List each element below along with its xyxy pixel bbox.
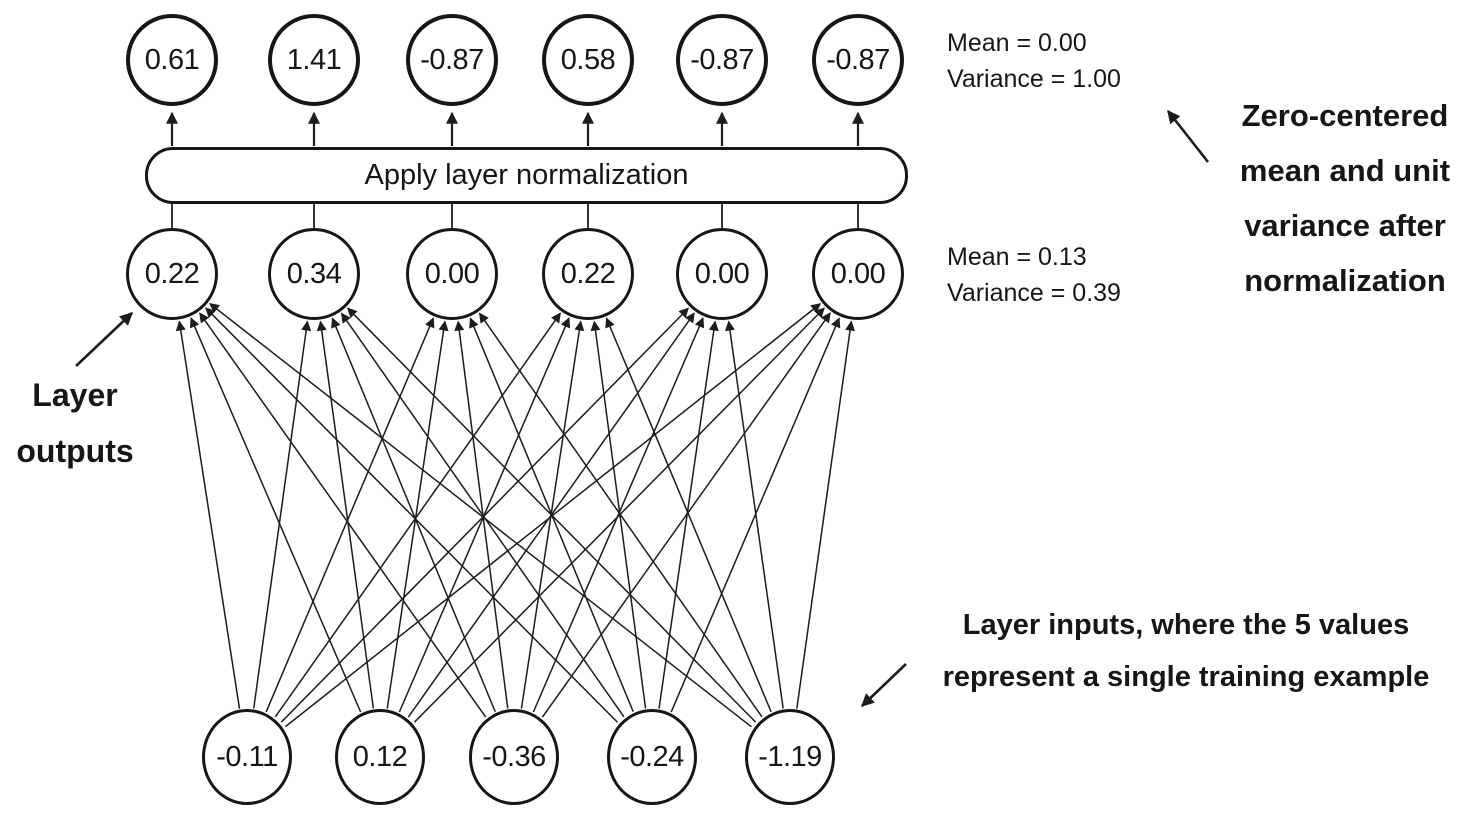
- zero-centered-line-4: normalization: [1244, 263, 1446, 298]
- input-to-output-connection-arrow: [346, 307, 757, 723]
- input-to-output-connection-arrow: [199, 312, 487, 718]
- input-to-output-connection-arrow: [252, 320, 312, 709]
- layer-outputs-annotation: Layer outputs: [0, 367, 150, 479]
- zero-centered-line-3: variance after: [1244, 208, 1446, 243]
- zero-centered-line-2: mean and unit: [1239, 153, 1451, 188]
- layer-input-node: -0.24: [607, 709, 697, 805]
- input-to-output-connection-arrow: [331, 317, 496, 713]
- normalized-output-node: 1.41: [268, 14, 360, 106]
- input-to-output-connection-arrow: [340, 312, 625, 718]
- input-to-output-connection-arrow: [478, 312, 763, 718]
- input-to-output-connection-arrow: [398, 317, 571, 713]
- layer-inputs-line-1: Layer inputs, where the 5 values: [962, 609, 1410, 641]
- normalized-output-node: -0.87: [676, 14, 768, 106]
- layer-input-node: -1.19: [745, 709, 835, 805]
- variance-before-label: Variance = 0.39: [947, 279, 1121, 307]
- layer-input-node: -0.11: [202, 709, 292, 805]
- layer-outputs-line-2: outputs: [16, 433, 134, 469]
- input-to-output-connection-arrow: [532, 317, 705, 713]
- input-to-output-connection-arrow: [658, 320, 719, 709]
- layer-outputs-line-1: Layer: [32, 377, 118, 413]
- layer-output-node: 0.22: [126, 228, 218, 320]
- input-to-output-connection-arrow: [796, 320, 856, 709]
- layer-output-node: 0.34: [268, 228, 360, 320]
- layer-input-node: -0.36: [469, 709, 559, 805]
- input-to-output-connection-arrow: [724, 320, 784, 709]
- layer-normalization-box: Apply layer normalization: [145, 147, 908, 204]
- input-to-output-connection-arrow: [209, 302, 752, 728]
- layer-inputs-arrow: [861, 663, 907, 707]
- input-to-output-connection-arrow: [386, 320, 449, 709]
- zero-centered-arrow: [1166, 109, 1210, 163]
- input-to-output-connection-arrow: [605, 317, 772, 713]
- normalized-output-node: 0.58: [542, 14, 634, 106]
- layer-inputs-line-2: represent a single training example: [942, 661, 1430, 693]
- layer-output-node: 0.00: [812, 228, 904, 320]
- input-to-output-connection-arrow: [205, 307, 618, 723]
- normalized-output-node: 0.61: [126, 14, 218, 106]
- input-to-output-connection-arrow: [189, 317, 362, 713]
- mean-before-label: Mean = 0.13: [947, 243, 1087, 271]
- input-to-output-connection-arrow: [541, 312, 831, 718]
- layer-output-node: 0.00: [676, 228, 768, 320]
- zero-centered-annotation: Zero-centered mean and unit variance aft…: [1195, 88, 1478, 308]
- mean-after-label: Mean = 0.00: [947, 29, 1087, 57]
- layer-output-node: 0.00: [406, 228, 498, 320]
- layer-input-node: 0.12: [335, 709, 425, 805]
- input-to-output-connection-arrow: [274, 312, 561, 718]
- stats-before-normalization: Mean = 0.13 Variance = 0.39: [947, 239, 1121, 311]
- stats-after-normalization: Mean = 0.00 Variance = 1.00: [947, 25, 1121, 97]
- layer-outputs-arrow: [75, 312, 133, 367]
- input-to-output-connection-arrow: [265, 317, 435, 713]
- input-to-output-connection-arrow: [284, 303, 822, 728]
- variance-after-label: Variance = 1.00: [947, 65, 1121, 93]
- zero-centered-line-1: Zero-centered: [1241, 98, 1449, 133]
- normalized-output-node: -0.87: [406, 14, 498, 106]
- layer-inputs-annotation: Layer inputs, where the 5 values represe…: [906, 599, 1466, 703]
- input-to-output-connection-arrow: [175, 320, 241, 709]
- normalized-output-node: -0.87: [812, 14, 904, 106]
- input-to-output-connection-arrow: [316, 320, 375, 709]
- layer-output-node: 0.22: [542, 228, 634, 320]
